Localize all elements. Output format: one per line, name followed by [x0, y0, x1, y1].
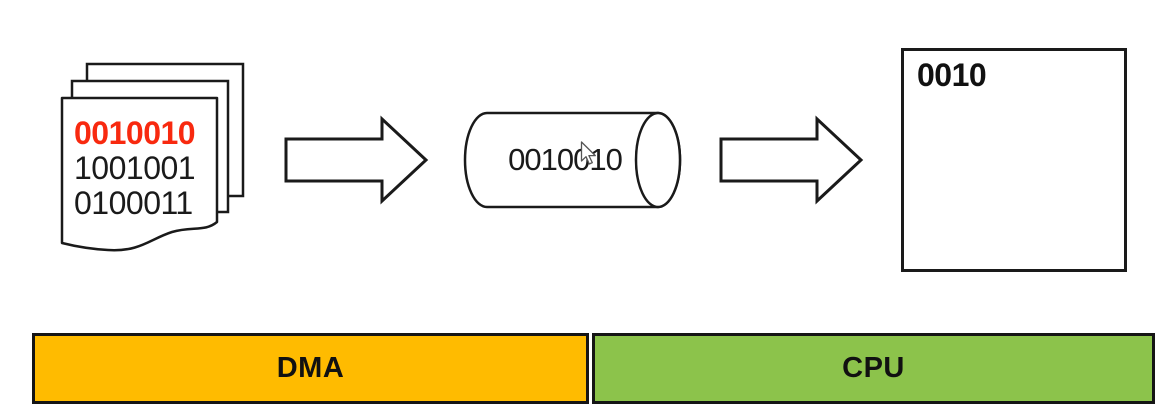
arrow-buffer-to-cpu block-arrow-right-icon — [719, 115, 864, 205]
dma-phase-bar: DMA — [32, 333, 589, 404]
doc-binary-line: 0100011 — [74, 185, 193, 221]
cpu-phase-label: CPU — [842, 352, 905, 384]
memory-box: 0010 — [901, 48, 1127, 272]
arrow-docs-to-buffer block-arrow-right-icon — [284, 115, 429, 205]
buffer-cylinder-icon — [463, 111, 682, 209]
doc-binary-line: 1001001 — [74, 150, 196, 186]
mouse-pointer-icon — [580, 141, 596, 165]
cpu-phase-bar: CPU — [592, 333, 1155, 404]
cylinder-end-cap — [634, 111, 682, 209]
document-stack-icon — [60, 62, 245, 252]
buffer-binary-text: 0010010 — [508, 142, 623, 177]
doc-binary-line-highlighted: 0010010 — [74, 115, 196, 151]
document-binary-lines: 0010010 1001001 0100011 — [74, 115, 196, 221]
dma-phase-label: DMA — [276, 352, 345, 384]
document-page-front — [60, 96, 219, 252]
memory-box-value: 0010 — [917, 57, 987, 93]
